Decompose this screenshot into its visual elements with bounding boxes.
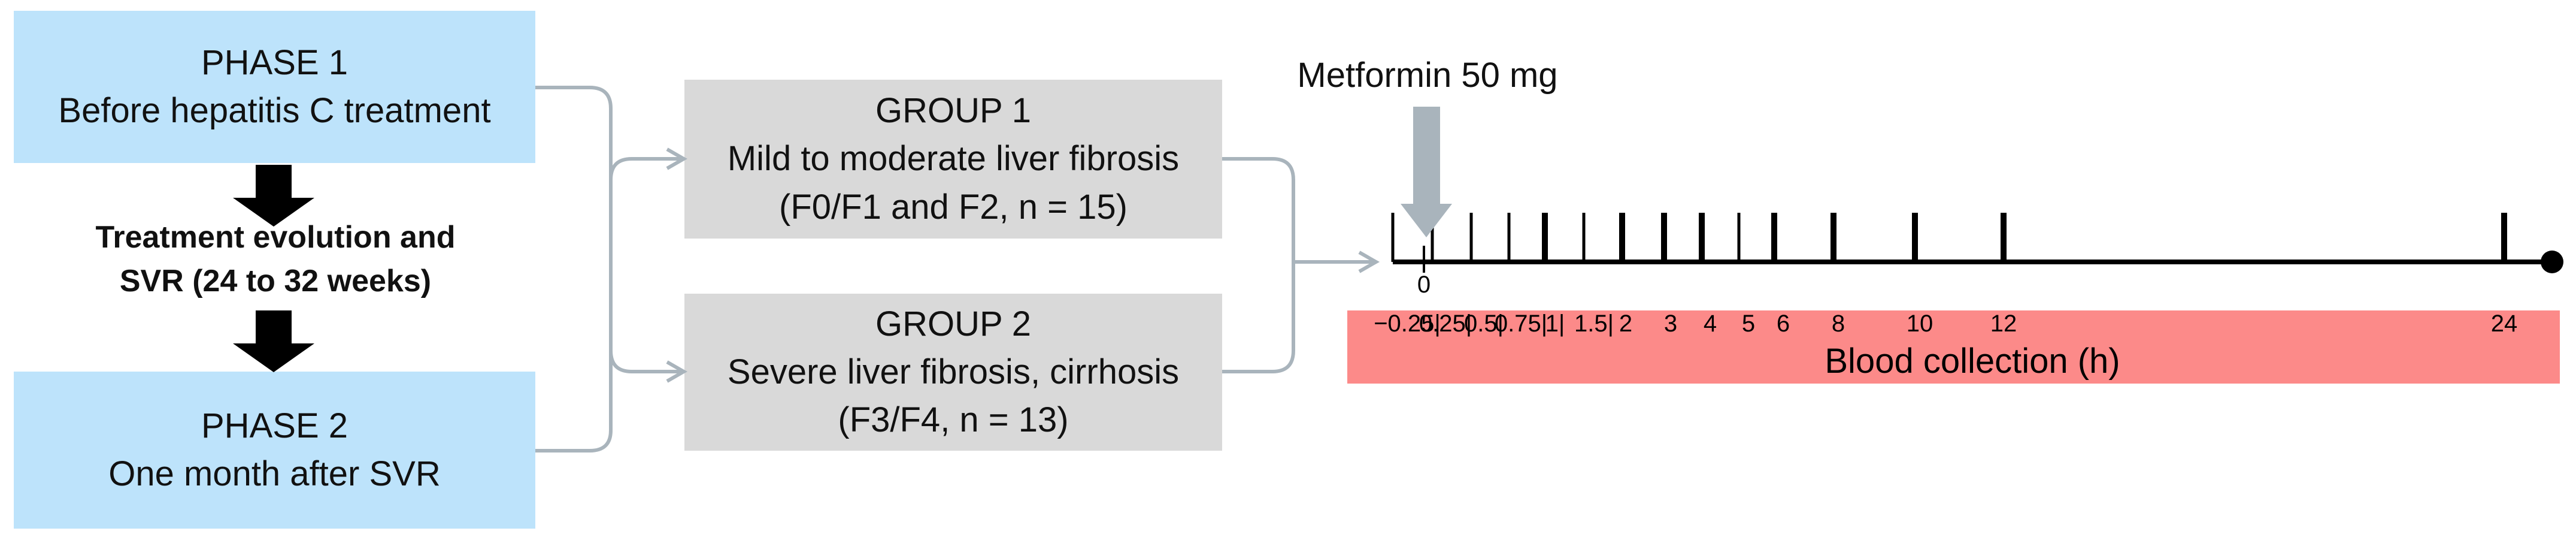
sample-tick-label: 8 [1832, 310, 1845, 337]
group-2-line-2: (F3/F4, n = 13) [838, 400, 1069, 440]
blood-collection-label: Blood collection (h) [1825, 342, 2120, 381]
sample-tick-label: −0.25| [1374, 310, 1441, 337]
sample-tick-label: 6 [1777, 310, 1790, 337]
down-arrow-icon [233, 310, 314, 372]
arrowhead-icon [666, 147, 688, 170]
phase-1-subtitle: Before hepatitis C treatment [58, 91, 491, 130]
group-1-title: GROUP 1 [875, 91, 1031, 131]
sample-tick-label: 0.5| [1464, 310, 1504, 337]
group-1-box: GROUP 1 Mild to moderate liver fibrosis … [684, 80, 1222, 239]
sample-tick-label: 3 [1664, 310, 1677, 337]
transition-line-2: SVR (24 to 32 weeks) [119, 263, 432, 298]
sample-tick-label: 5 [1742, 310, 1755, 337]
arrowhead-icon [666, 360, 688, 383]
sample-tick-label: 24 [2491, 310, 2518, 337]
phase-2-subtitle: One month after SVR [108, 454, 441, 493]
phase-2-title: PHASE 2 [201, 406, 348, 445]
sample-tick-label: 1| [1545, 310, 1565, 337]
timeline-ticks [1391, 213, 2507, 262]
metformin-dose-label: Metformin 50 mg [1297, 56, 1557, 95]
group-2-box: GROUP 2 Severe liver fibrosis, cirrhosis… [684, 294, 1222, 451]
sample-tick-label: 0.25| [1419, 310, 1472, 337]
group-2-title: GROUP 2 [875, 304, 1031, 343]
sample-tick-label: 1.5| [1574, 310, 1614, 337]
down-arrow-icon [233, 165, 314, 227]
phase-bracket-connector [535, 86, 613, 452]
sample-tick-label: 12 [1990, 310, 2017, 337]
arrowhead-icon [1358, 251, 1380, 273]
zero-tick-label: 0 [1417, 272, 1431, 298]
blood-collection-band [1347, 310, 2560, 384]
phase-2-box: PHASE 2 One month after SVR [14, 372, 535, 529]
group-1-line-2: (F0/F1 and F2, n = 15) [779, 187, 1128, 227]
group-1-line-1: Mild to moderate liver fibrosis [727, 139, 1180, 179]
arrow-to-group-2 [609, 350, 684, 373]
sample-tick-label: 4 [1704, 310, 1717, 337]
timeline-end-dot [2541, 251, 2563, 273]
arrow-to-group-1 [609, 157, 684, 180]
phase-1-title: PHASE 1 [201, 43, 348, 82]
sample-tick-label: 10 [1907, 310, 1933, 337]
dose-arrow-icon [1401, 107, 1452, 237]
treatment-transition-text: Treatment evolution and SVR (24 to 32 we… [36, 216, 515, 303]
group-bracket-connector [1222, 157, 1295, 373]
transition-line-1: Treatment evolution and [95, 220, 456, 255]
sample-tick-label: 0.75| [1495, 310, 1547, 337]
group-2-line-1: Severe liver fibrosis, cirrhosis [727, 352, 1180, 391]
sample-tick-label: 2 [1619, 310, 1632, 337]
phase-1-box: PHASE 1 Before hepatitis C treatment [14, 11, 535, 163]
